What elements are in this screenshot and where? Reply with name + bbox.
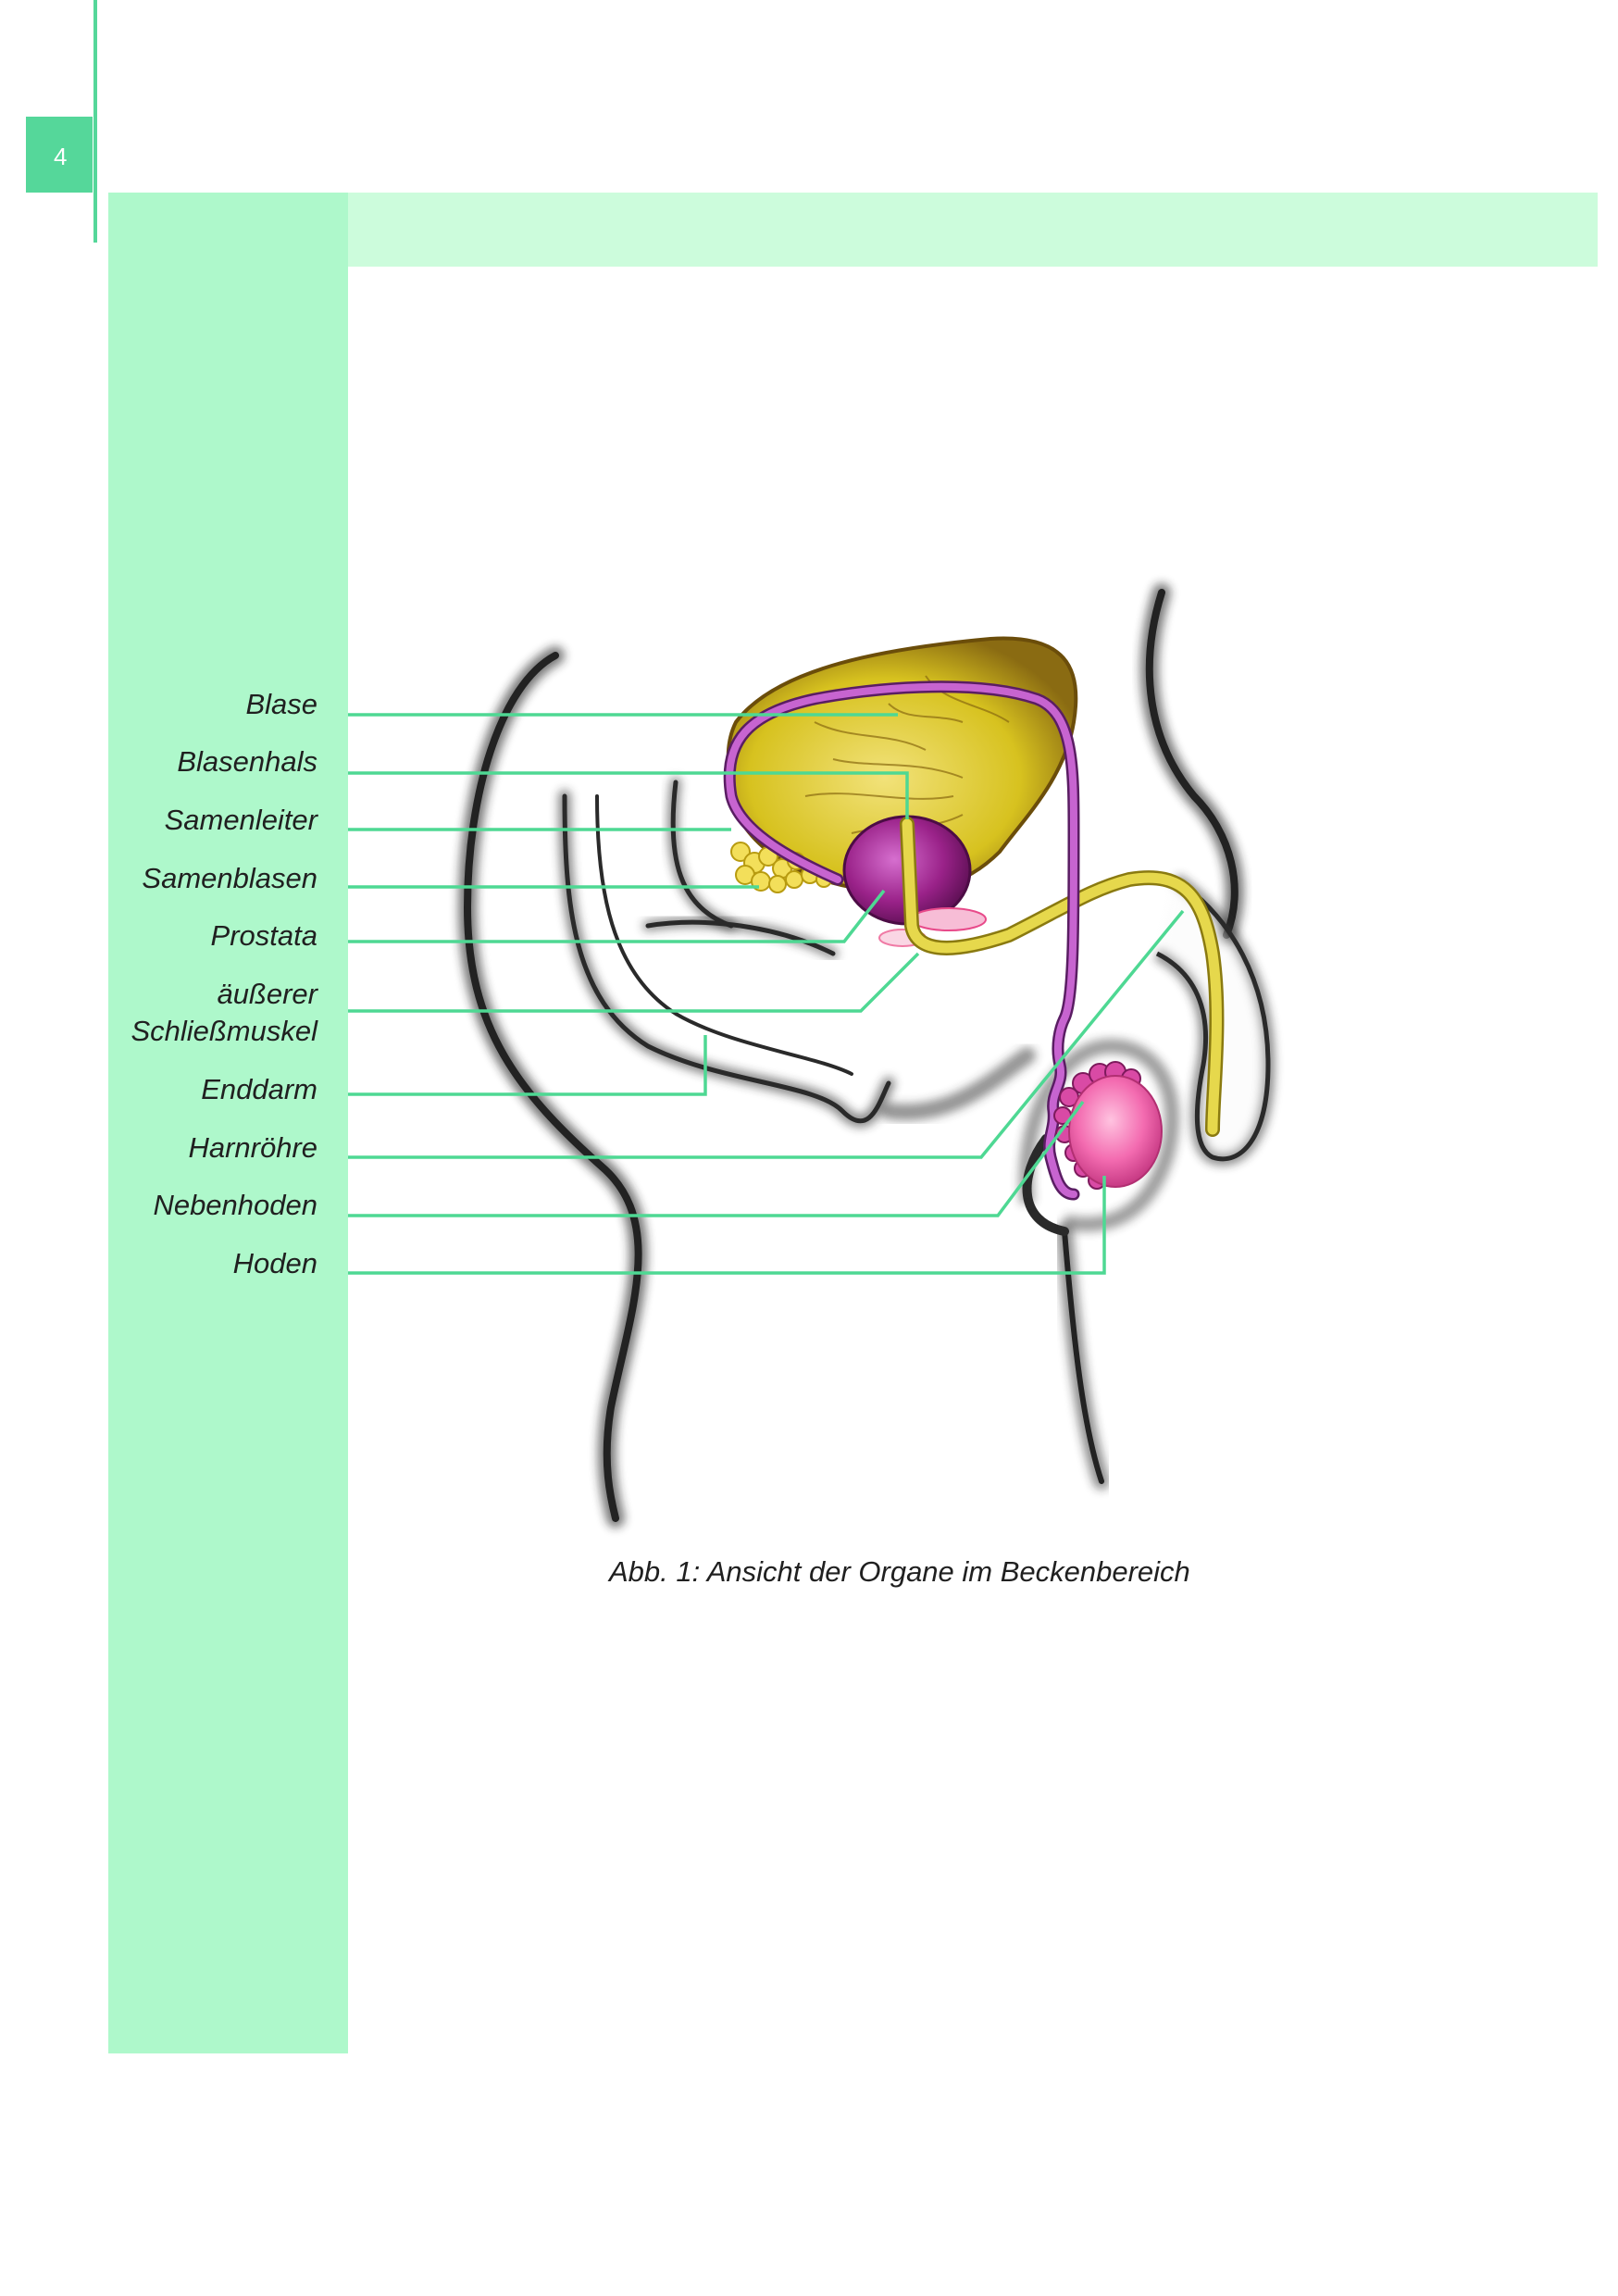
rectum bbox=[558, 777, 1069, 1236]
leader-blasenhals bbox=[348, 771, 909, 819]
page-number-badge: 4 bbox=[26, 117, 93, 193]
label-blasenhals: Blasenhals bbox=[177, 745, 317, 778]
label-harnroehre: Harnröhre bbox=[188, 1131, 317, 1164]
top-band bbox=[348, 193, 1598, 267]
label-enddarm: Enddarm bbox=[201, 1073, 317, 1105]
label-ausserer-schliessmuskel: äußerer Schließmuskel bbox=[131, 978, 317, 1047]
testis bbox=[1068, 1075, 1163, 1188]
leader-nebenhoden bbox=[348, 1100, 1085, 1217]
label-nebenhoden: Nebenhoden bbox=[153, 1189, 317, 1221]
margin-rule bbox=[93, 0, 97, 243]
leader-harnroehre bbox=[348, 909, 1185, 1159]
leader-schliessmuskel bbox=[348, 952, 920, 1013]
label-blase: Blase bbox=[245, 688, 317, 720]
leader-enddarm bbox=[348, 1035, 707, 1096]
body-outline bbox=[457, 583, 1244, 1528]
label-hoden: Hoden bbox=[232, 1247, 317, 1279]
figure-caption: Abb. 1: Ansicht der Organe im Beckenbere… bbox=[609, 1555, 1190, 1588]
page-number: 4 bbox=[54, 143, 68, 170]
leader-hoden bbox=[348, 1176, 1106, 1275]
leader-lines bbox=[348, 713, 1185, 1275]
label-prostata: Prostata bbox=[210, 919, 317, 952]
label-samenblasen: Samenblasen bbox=[142, 862, 317, 894]
leader-prostata bbox=[348, 889, 886, 943]
side-panel bbox=[108, 193, 348, 2053]
urethra bbox=[900, 817, 1225, 1137]
vas-deferens bbox=[723, 680, 1080, 1201]
scrotum-outline bbox=[1018, 1038, 1180, 1232]
seminal-vesicles bbox=[730, 842, 832, 893]
label-samenleiter: Samenleiter bbox=[164, 804, 317, 836]
